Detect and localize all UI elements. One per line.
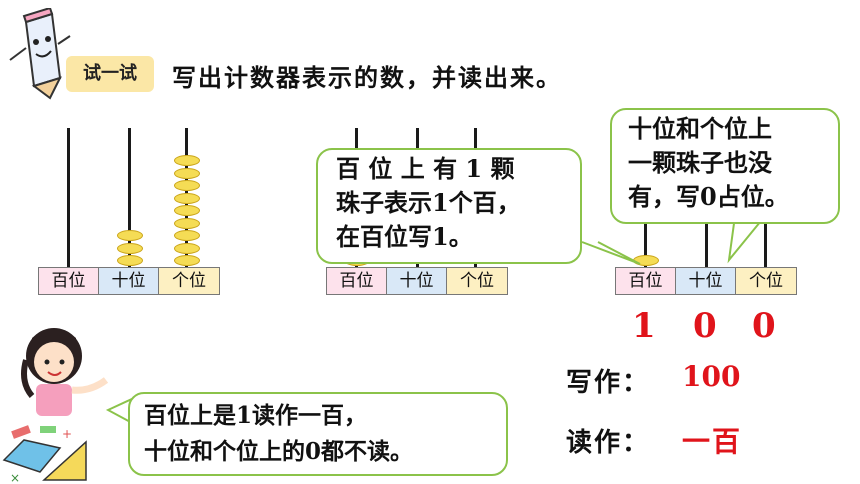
- abacus-bead: [116, 230, 143, 241]
- abacus-rod: [644, 200, 647, 268]
- bubble-line: 十位和个位上的0都不读。: [144, 438, 414, 465]
- bubble-line: 在百位写1。: [336, 222, 473, 251]
- abacus-bead: [116, 255, 143, 266]
- abacus-bead: [173, 167, 200, 179]
- abacus-bead: [173, 192, 200, 204]
- place-value-labels: 百位 十位 个位: [38, 267, 220, 295]
- label-tens: 十位: [676, 268, 736, 294]
- bubble-line: 一颗珠子也没: [628, 148, 772, 177]
- pencil-mascot-icon: [9, 8, 71, 100]
- hint-bubble-hundreds: 百 位 上 有 1 颗 珠子表示1个百， 在百位写1。: [316, 148, 582, 264]
- write-label: 写作：: [566, 368, 651, 398]
- instruction-text: 写出计数器表示的数，并读出来。: [172, 64, 562, 92]
- bubble-line: 珠子表示1个百，: [336, 188, 521, 217]
- abacus-rod: [128, 128, 131, 268]
- bubble-tail: [727, 215, 766, 264]
- label-tens: 十位: [99, 268, 159, 294]
- bubble-line: 十位和个位上: [628, 114, 772, 143]
- svg-text:+: +: [62, 427, 72, 441]
- result-digit-hundreds: 1: [632, 306, 656, 346]
- place-value-labels: 百位 十位 个位: [615, 267, 797, 295]
- abacus-bead: [173, 155, 200, 166]
- abacus-rod: [764, 200, 767, 268]
- abacus-bead: [173, 205, 200, 216]
- abacus-rod: [705, 200, 708, 268]
- abacus-bead: [116, 242, 143, 254]
- write-value: 100: [682, 360, 741, 393]
- label-ones: 个位: [736, 268, 796, 294]
- result-digit-ones: 0: [752, 306, 776, 346]
- result-digit-tens: 0: [693, 306, 717, 346]
- abacus-bead: [173, 242, 200, 254]
- label-ones: 个位: [159, 268, 219, 294]
- bubble-line: 百位上是1读作一百，: [144, 402, 368, 429]
- abacus-bead: [173, 180, 200, 191]
- label-hundreds: 百位: [616, 268, 676, 294]
- hint-bubble-placeholder: 十位和个位上 一颗珠子也没 有，写0占位。: [610, 108, 840, 224]
- read-value: 一百: [682, 425, 743, 458]
- label-ones: 个位: [447, 268, 507, 294]
- place-value-labels: 百位 十位 个位: [326, 267, 508, 295]
- label-tens: 十位: [387, 268, 447, 294]
- abacus-bead: [173, 230, 200, 241]
- abacus-bead: [173, 217, 200, 229]
- read-label: 读作：: [566, 428, 651, 458]
- bubble-tail: [106, 397, 135, 425]
- svg-text:×: ×: [10, 471, 20, 484]
- bubble-tail: [581, 241, 641, 265]
- bubble-line: 百 位 上 有 1 颗: [336, 154, 515, 183]
- label-hundreds: 百位: [39, 268, 99, 294]
- hint-bubble-reading: 百位上是1读作一百， 十位和个位上的0都不读。: [128, 392, 508, 476]
- girl-mascot-icon: [21, 328, 109, 416]
- school-supplies-icon: + ×: [2, 425, 87, 484]
- bubble-line: 有，写0占位。: [628, 182, 789, 211]
- try-it-badge: 试一试: [66, 56, 154, 92]
- abacus-bead: [173, 255, 200, 266]
- abacus-rod: [67, 128, 70, 268]
- label-hundreds: 百位: [327, 268, 387, 294]
